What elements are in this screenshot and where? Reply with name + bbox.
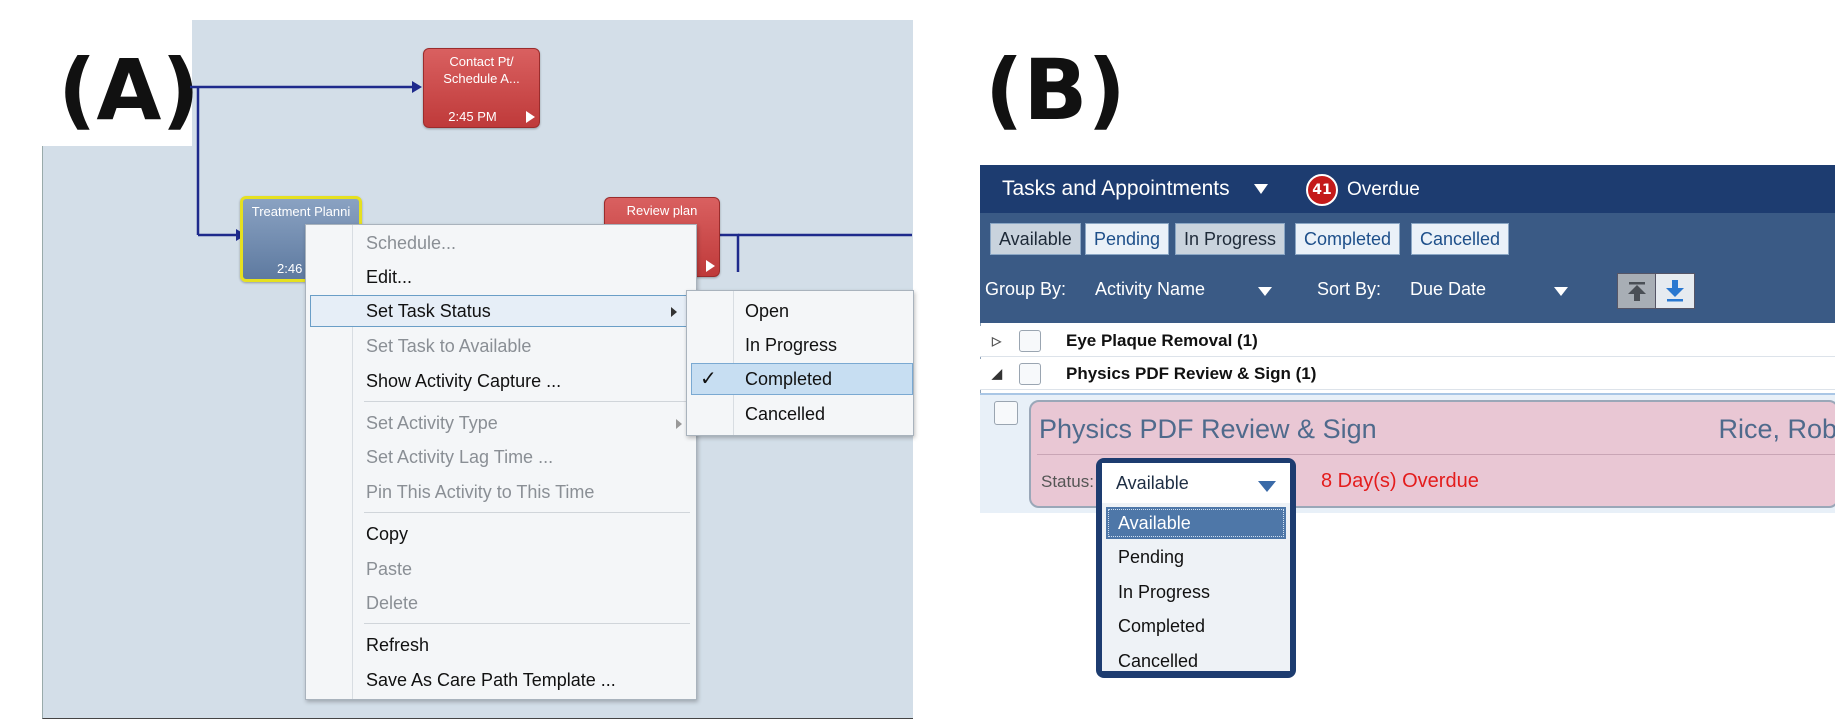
sort-by-label: Sort By: (1317, 279, 1382, 299)
menu-item-refresh[interactable]: Refresh (366, 635, 430, 655)
chevron-down-icon[interactable] (1258, 481, 1276, 492)
node-review-title: Review plan (626, 203, 698, 218)
menu-item-show-activity-capture[interactable]: Show Activity Capture ... (366, 371, 562, 391)
task-name: Physics PDF Review & Sign (1039, 414, 1377, 444)
group-row-eye-plaque[interactable]: ▷ Eye Plaque Removal (1) (980, 326, 1835, 357)
group-row-physics-review[interactable]: ◢ Physics PDF Review & Sign (1) (980, 359, 1835, 390)
play-icon[interactable] (706, 260, 715, 272)
card-divider (1037, 454, 1835, 455)
status-label: Status: (1041, 472, 1094, 491)
tasks-toolbar: Available Pending In Progress Completed … (980, 213, 1835, 323)
tab-pending[interactable]: Pending (1085, 223, 1170, 255)
care-path-connectors (190, 81, 912, 272)
task-status-submenu: Open In Progress ✓ Completed Cancelled (686, 290, 914, 436)
collapse-triangle-icon[interactable]: ◢ (992, 366, 1002, 381)
chevron-down-icon[interactable] (1254, 184, 1268, 194)
menu-item-edit[interactable]: Edit... (366, 267, 413, 287)
menu-item-set-activity-type[interactable]: Set Activity Type (306, 408, 696, 438)
group-by-select[interactable]: Activity Name (1095, 279, 1206, 299)
node-contact-schedule[interactable]: Contact Pt/ Schedule A... 2:45 PM (423, 48, 540, 128)
sort-descending-icon (1666, 280, 1684, 302)
chevron-down-icon[interactable] (1554, 287, 1568, 296)
tasks-header-title[interactable]: Tasks and Appointments (1002, 177, 1230, 200)
status-dropdown-list: Available Pending In Progress Completed … (1102, 503, 1290, 671)
status-option-available[interactable]: Available (1106, 507, 1286, 539)
node-treatment-title: Treatment Planni (251, 204, 351, 219)
node-treatment-time: 2:46 (277, 261, 303, 276)
sort-by-select[interactable]: Due Date (1410, 279, 1487, 299)
panel-b-label: (B) (985, 41, 1126, 139)
status-dropdown-value: Available (1116, 473, 1189, 493)
overdue-count-badge[interactable]: 41 (1306, 174, 1338, 206)
expand-triangle-icon[interactable]: ▷ (992, 334, 1002, 348)
menu-item-set-activity-lag-time[interactable]: Set Activity Lag Time ... (366, 447, 554, 467)
group-checkbox[interactable] (1019, 363, 1041, 385)
task-assignee: Rice, Rob (1718, 414, 1835, 444)
menu-item-delete[interactable]: Delete (366, 593, 419, 613)
sort-descending-button[interactable] (1655, 273, 1695, 309)
status-dropdown-field[interactable]: Available (1102, 463, 1290, 503)
overdue-text: 8 Day(s) Overdue (1321, 470, 1479, 492)
play-icon[interactable] (526, 111, 535, 123)
node-contact-title: Contact Pt/ Schedule A... (443, 54, 520, 86)
status-option-completed[interactable]: Completed (1118, 616, 1206, 636)
submenu-arrow-icon (671, 307, 677, 317)
tab-cancelled[interactable]: Cancelled (1411, 223, 1510, 255)
context-menu: Schedule... Edit... Set Task Status Set … (305, 224, 697, 700)
menu-item-copy[interactable]: Copy (366, 524, 409, 544)
menu-item-set-activity-type-label: Set Activity Type (366, 413, 498, 433)
menu-separator (364, 512, 690, 513)
menu-separator (364, 623, 690, 624)
checkmark-icon: ✓ (700, 368, 717, 390)
menu-separator (364, 401, 690, 402)
status-option-cancelled[interactable]: Cancelled (745, 404, 826, 424)
panel-a-label: (A) (58, 41, 200, 139)
tasks-header: Tasks and Appointments 41 Overdue (980, 165, 1835, 213)
menu-item-set-task-available[interactable]: Set Task to Available (366, 336, 532, 356)
status-dropdown[interactable]: Available Available Pending In Progress … (1096, 458, 1296, 678)
menu-item-paste[interactable]: Paste (366, 559, 413, 579)
sort-ascending-button[interactable] (1617, 273, 1657, 309)
tab-completed[interactable]: Completed (1295, 223, 1401, 255)
status-option-completed[interactable]: ✓ Completed (691, 363, 913, 395)
node-contact-time: 2:45 PM (448, 109, 497, 124)
submenu-arrow-icon (676, 419, 682, 429)
status-option-completed-label: Completed (745, 369, 833, 389)
status-option-in-progress[interactable]: In Progress (1118, 582, 1211, 602)
arrowhead-contact (412, 81, 422, 93)
tab-available[interactable]: Available (990, 223, 1081, 255)
group-label: Eye Plaque Removal (1) (1066, 331, 1258, 350)
menu-item-schedule[interactable]: Schedule... (366, 233, 457, 253)
group-by-label: Group By: (985, 279, 1067, 299)
group-checkbox[interactable] (1019, 330, 1041, 352)
chevron-down-icon[interactable] (1258, 287, 1272, 296)
menu-item-set-task-status[interactable]: Set Task Status (310, 295, 692, 327)
menu-item-pin-activity[interactable]: Pin This Activity to This Time (366, 482, 595, 502)
sort-ascending-icon (1628, 282, 1646, 301)
menu-gutter (352, 225, 353, 699)
status-option-in-progress[interactable]: In Progress (745, 335, 838, 355)
overdue-label[interactable]: Overdue (1347, 179, 1420, 200)
group-label: Physics PDF Review & Sign (1) (1066, 364, 1317, 383)
status-option-cancelled[interactable]: Cancelled (1118, 651, 1199, 671)
task-checkbox[interactable] (994, 401, 1018, 425)
menu-item-save-care-path-template[interactable]: Save As Care Path Template ... (366, 670, 616, 690)
panel-a-label-background (0, 0, 192, 146)
tab-in-progress[interactable]: In Progress (1175, 223, 1286, 255)
status-option-pending[interactable]: Pending (1118, 547, 1185, 567)
status-option-open[interactable]: Open (745, 301, 790, 321)
menu-item-set-task-status-label: Set Task Status (366, 301, 491, 321)
